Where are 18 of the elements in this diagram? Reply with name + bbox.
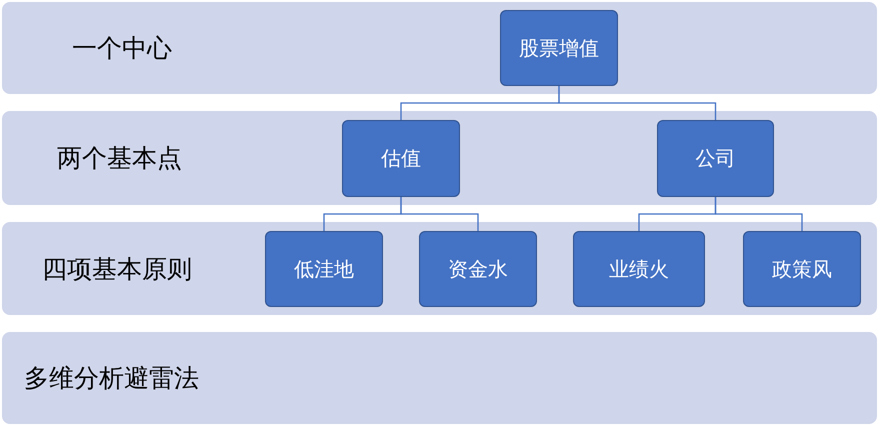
process-box: 低洼地: [265, 231, 383, 307]
connector: [558, 86, 716, 120]
process-box: 公司: [657, 120, 774, 197]
process-box: 股票增值: [500, 10, 618, 86]
band-label: 一个中心: [72, 32, 172, 64]
connector: [714, 197, 803, 231]
band: [2, 222, 877, 315]
connector: [400, 197, 479, 231]
process-box: 业绩火: [573, 231, 705, 307]
band-label: 四项基本原则: [42, 253, 192, 285]
band: [2, 2, 877, 94]
band: [2, 111, 877, 205]
process-box: 政策风: [743, 231, 861, 307]
band-label: 两个基本点: [57, 142, 182, 174]
band-label: 多维分析避雷法: [24, 362, 199, 394]
process-box: 资金水: [419, 231, 537, 307]
process-box: 估值: [342, 120, 460, 197]
band: [2, 332, 877, 424]
